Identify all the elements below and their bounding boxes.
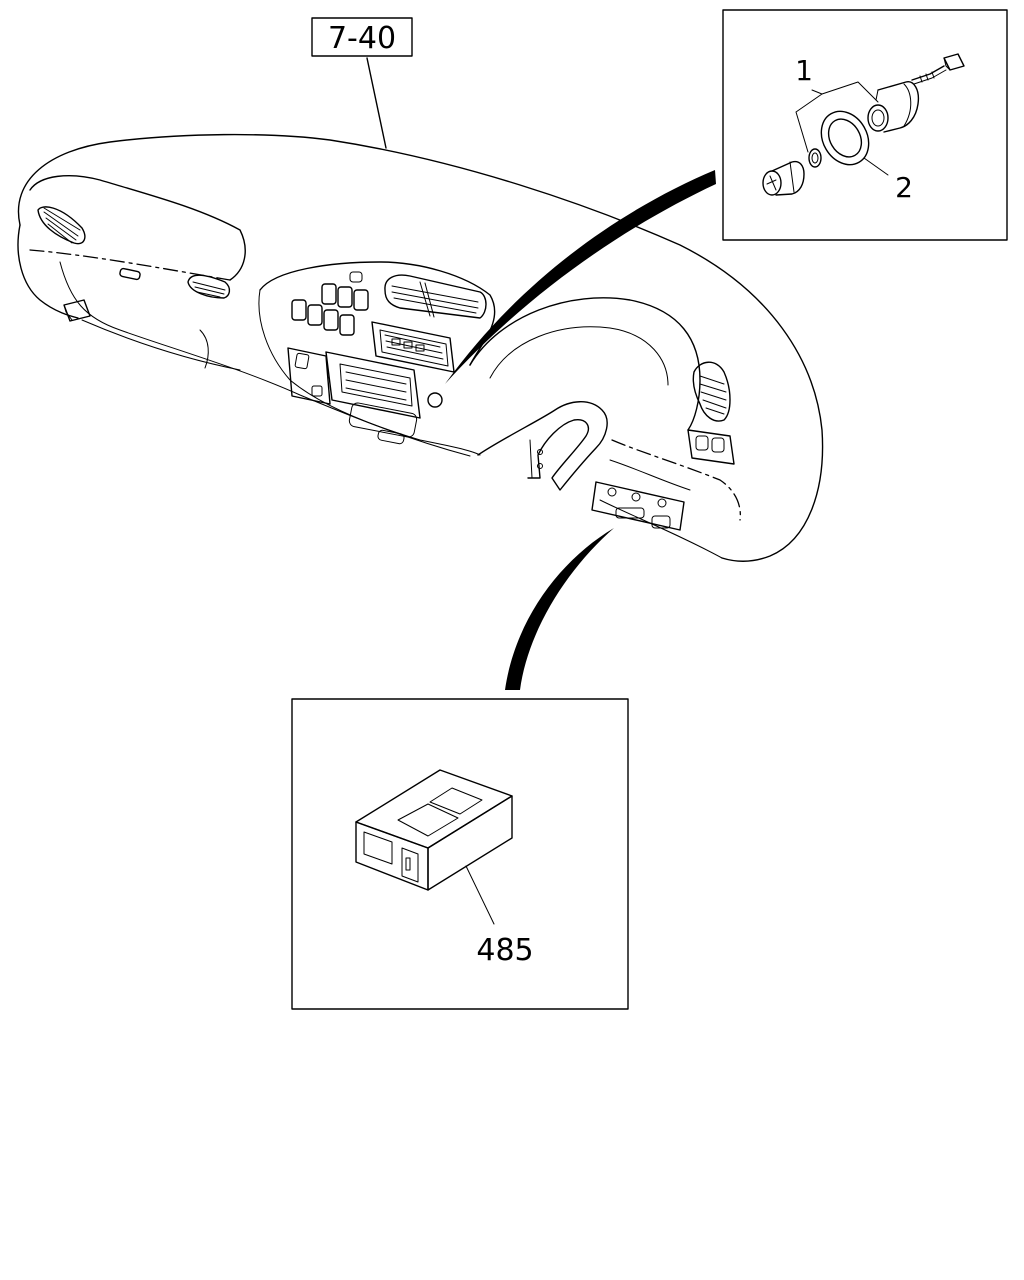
center-left-vent bbox=[187, 274, 231, 299]
ref-label-7-40[interactable]: 7-40 bbox=[311, 17, 413, 57]
detail-box-lighter-frame bbox=[722, 9, 1008, 241]
center-bezel-left bbox=[258, 289, 481, 456]
cluster-hood-inner bbox=[489, 326, 669, 386]
lower-right-edge bbox=[599, 499, 723, 559]
lower-left-switches bbox=[287, 347, 331, 405]
lower-right-dash bbox=[611, 439, 741, 521]
ref-label-box bbox=[311, 17, 413, 57]
cluster-hood bbox=[469, 297, 701, 431]
left-upper-pad bbox=[29, 175, 246, 281]
detail-box-switch-frame bbox=[291, 698, 629, 1010]
ref-leader-line bbox=[366, 57, 387, 149]
socket-bezel bbox=[820, 110, 870, 166]
part-485-leader bbox=[465, 865, 495, 925]
part-2-label: 2 bbox=[895, 171, 913, 204]
small-ring bbox=[808, 148, 822, 168]
socket-ring bbox=[867, 104, 889, 132]
left-vent bbox=[37, 206, 86, 245]
dashboard-assembly bbox=[17, 133, 824, 562]
ref-label-text: 7-40 bbox=[328, 21, 396, 56]
steering-recess bbox=[477, 401, 608, 491]
dash-outer-contour bbox=[17, 133, 824, 562]
lighter-socket bbox=[427, 392, 443, 408]
right-switches bbox=[687, 429, 735, 465]
left-connector bbox=[63, 299, 91, 322]
center-vents bbox=[384, 274, 487, 319]
detail-box-switch[interactable]: 485 bbox=[291, 698, 629, 1010]
detail-box-lighter[interactable]: 1 2 bbox=[722, 9, 1008, 241]
switch-cluster bbox=[291, 271, 369, 336]
socket-body bbox=[875, 53, 965, 133]
part-1-leader bbox=[811, 81, 879, 103]
dash-lower-edge-2 bbox=[81, 319, 241, 371]
right-vent bbox=[692, 361, 731, 422]
upper-callout-sweep bbox=[445, 170, 716, 384]
part-2-leader bbox=[863, 157, 889, 176]
lighter-knob bbox=[762, 160, 805, 196]
audio-unit bbox=[325, 351, 421, 445]
left-slot bbox=[119, 267, 141, 281]
dash-fold bbox=[199, 329, 209, 369]
part-1-label: 1 bbox=[795, 54, 813, 87]
dash-lower-edge bbox=[59, 261, 471, 457]
switch-module bbox=[355, 769, 513, 891]
part-485-label: 485 bbox=[476, 933, 533, 968]
lower-callout-sweep bbox=[505, 528, 614, 690]
lower-switch-bank bbox=[591, 481, 685, 531]
